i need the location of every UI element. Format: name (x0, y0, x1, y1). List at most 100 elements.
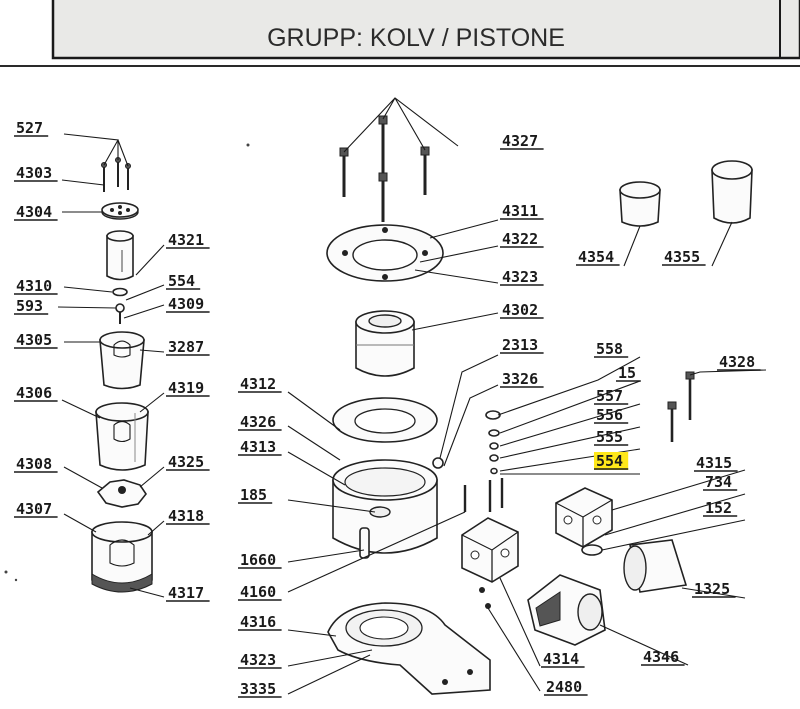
washer-stack-icon (485, 410, 501, 475)
housing-4313-icon (332, 459, 438, 559)
part-number: 4303 (16, 164, 52, 182)
cup-4354-icon (619, 181, 661, 227)
fitting-2313-icon (432, 457, 444, 469)
part-label-4322: 4322 (500, 230, 544, 248)
part-label-4323b: 4323 (238, 651, 282, 669)
part-number: 4309 (168, 295, 204, 313)
part-label-4318: 4318 (166, 507, 210, 525)
part-label-4346: 4346 (641, 648, 685, 666)
part-label-4312: 4312 (238, 375, 282, 393)
part-number: 555 (596, 428, 623, 446)
part-number: 4160 (240, 583, 276, 601)
gasket-4326-icon (332, 397, 438, 443)
part-label-185: 185 (238, 486, 273, 504)
part-label-4325: 4325 (166, 453, 210, 471)
part-label-4305: 4305 (14, 331, 58, 349)
part-label-4160: 4160 (238, 583, 282, 601)
part-label-3326: 3326 (500, 370, 544, 388)
part-number: 1660 (240, 551, 276, 569)
leader-lines (57, 97, 767, 695)
part-label-4319: 4319 (166, 379, 210, 397)
part-label-527: 527 (14, 119, 49, 137)
part-number: 554 (168, 272, 195, 290)
part-label-1660: 1660 (238, 551, 282, 569)
part-label-4308: 4308 (14, 455, 58, 473)
base-plate-4316-icon (327, 602, 491, 695)
part-number: 4310 (16, 277, 52, 295)
part-number: 554 (596, 452, 623, 470)
part-number: 4305 (16, 331, 52, 349)
part-number: 152 (705, 499, 732, 517)
cylinder-4302-icon (355, 310, 415, 377)
part-label-4303: 4303 (14, 164, 58, 182)
part-number: 4322 (502, 230, 538, 248)
part-number: 3335 (240, 680, 276, 698)
part-number: 4302 (502, 301, 538, 319)
part-label-4317: 4317 (166, 584, 210, 602)
part-label-4321: 4321 (166, 231, 210, 249)
part-number: 4315 (696, 454, 732, 472)
washer-593-icon (115, 303, 125, 313)
part-label-4310: 4310 (14, 277, 58, 295)
part-number: 4328 (719, 353, 755, 371)
part-number: 4327 (502, 132, 538, 150)
part-number: 4355 (664, 248, 700, 266)
motor-4346-icon (527, 574, 606, 646)
part-label-2313: 2313 (500, 336, 544, 354)
part-number: 4326 (240, 413, 276, 431)
part-number: 4306 (16, 384, 52, 402)
part-number: 4319 (168, 379, 204, 397)
title-band: GRUPP: KOLV / PISTONE (0, 0, 800, 67)
part-label-4328: 4328 (717, 353, 761, 371)
part-label-554a: 554 (166, 272, 201, 290)
page-title: GRUPP: KOLV / PISTONE (267, 24, 565, 52)
part-label-558: 558 (594, 340, 629, 358)
part-number: 3287 (168, 338, 204, 356)
disc-4304-icon (101, 202, 139, 220)
part-number: 4304 (16, 203, 52, 221)
part-number: 734 (705, 473, 732, 491)
part-number: 1325 (694, 580, 730, 598)
part-number: 557 (596, 387, 623, 405)
part-label-4323a: 4323 (500, 268, 544, 286)
part-label-734: 734 (703, 473, 738, 491)
part-number: 527 (16, 119, 43, 137)
part-number: 15 (618, 364, 636, 382)
flange-4311-icon (326, 224, 444, 282)
part-number: 2313 (502, 336, 538, 354)
bolts-4327-icon (339, 115, 430, 222)
part-label-4327: 4327 (500, 132, 544, 150)
part-label-4326: 4326 (238, 413, 282, 431)
part-label-1325: 1325 (692, 580, 736, 598)
cup-4355-icon (711, 160, 753, 224)
part-number: 4314 (543, 650, 579, 668)
part-number: 4312 (240, 375, 276, 393)
part-label-4306: 4306 (14, 384, 58, 402)
part-number: 4323 (240, 651, 276, 669)
left-assembly (91, 157, 153, 593)
part-label-15: 15 (616, 364, 641, 382)
part-number: 4354 (578, 248, 614, 266)
part-label-593: 593 (14, 297, 49, 315)
part-label-4307: 4307 (14, 500, 58, 518)
right-assembly (485, 160, 753, 646)
part-number: 4323 (502, 268, 538, 286)
part-number: 4317 (168, 584, 204, 602)
part-number: 4316 (240, 613, 276, 631)
part-label-4314: 4314 (541, 650, 585, 668)
part-label-4313: 4313 (238, 438, 282, 456)
screws-527-icon (101, 157, 131, 192)
part-label-554b: 554 (594, 452, 629, 470)
part-label-4355: 4355 (662, 248, 706, 266)
washer-152-icon (581, 544, 603, 556)
part-label-4302: 4302 (500, 301, 544, 319)
cylinder-4305-icon (99, 331, 145, 390)
part-label-4304: 4304 (14, 203, 58, 221)
part-label-152: 152 (703, 499, 738, 517)
center-assembly (326, 115, 519, 695)
block-4315-icon (555, 487, 613, 548)
part-number: 4307 (16, 500, 52, 518)
housing-4318-icon (91, 521, 153, 593)
